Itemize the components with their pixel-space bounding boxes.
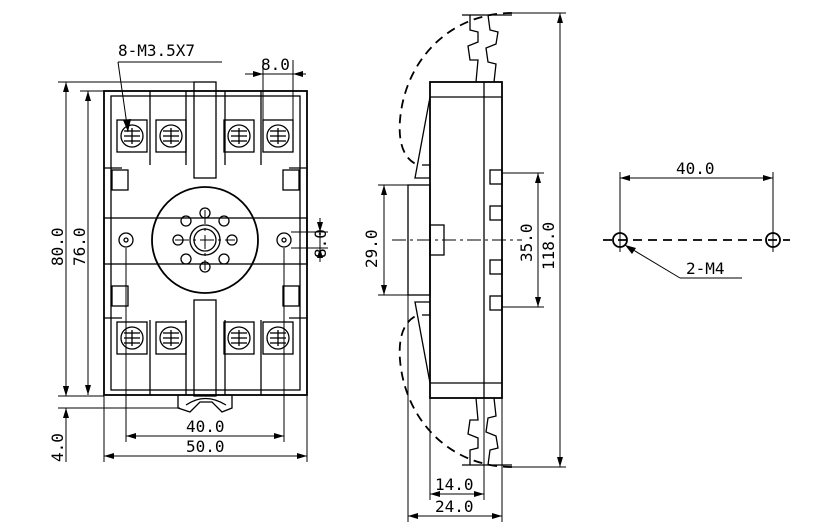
rail-height-dimension [378,184,408,296]
center-height-dimension [502,172,544,308]
hole-offset-label: 8.0 [311,229,330,258]
screw-callout-leader [117,61,222,133]
base-offset-dimension [58,380,180,462]
screw-callout-label: 8-M3.5X7 [118,41,195,60]
socket-side-body [392,81,522,399]
base-offset-label: 4.0 [48,433,67,462]
overall-width-dimension [103,396,308,462]
mounting-hole-right [276,232,292,248]
octal-socket [151,186,259,294]
center-height-label: 35.0 [517,223,536,262]
overall-depth-label: 24.0 [435,497,474,516]
terminal-screw [116,119,148,153]
terminal-screw [155,321,187,355]
terminal-screw [223,119,255,153]
rail-depth-dimension [429,398,485,500]
din-rail-clip-top [462,14,512,83]
overall-length-label: 118.0 [539,222,558,270]
terminal-screw [116,321,148,355]
terminal-pitch-dimension [245,60,306,120]
mounting-hole-left [118,232,134,248]
terminal-screw [262,119,294,153]
mounting-hole-pattern [603,172,790,279]
overall-depth-dimension [407,295,503,522]
overall-width-label: 50.0 [186,437,225,456]
terminal-screw [262,321,294,355]
terminal-screw [223,321,255,355]
front-view: 8-M3.5X7 8.0 80.0 76.0 [48,41,330,462]
rail-height-label: 29.0 [362,229,381,268]
overall-length-dimension [512,12,566,468]
terminal-screw [155,119,187,153]
overall-height-label: 80.0 [48,227,67,266]
hole-spacing-dimension [125,248,285,442]
body-height-label: 76.0 [70,227,89,266]
rail-depth-label: 14.0 [435,475,474,494]
hole-spacing-label: 40.0 [186,417,225,436]
terminal-pitch-label: 8.0 [261,55,290,74]
din-rail-clip-bottom [462,397,512,466]
mounting-pitch-label: 40.0 [676,159,715,178]
mounting-hole-callout: 2-M4 [686,259,725,278]
side-view: 29.0 35.0 118.0 14.0 [362,12,566,522]
hole-offset-dimension [291,218,328,262]
body-height-dimension [80,90,104,395]
terminal-screws [116,119,294,355]
